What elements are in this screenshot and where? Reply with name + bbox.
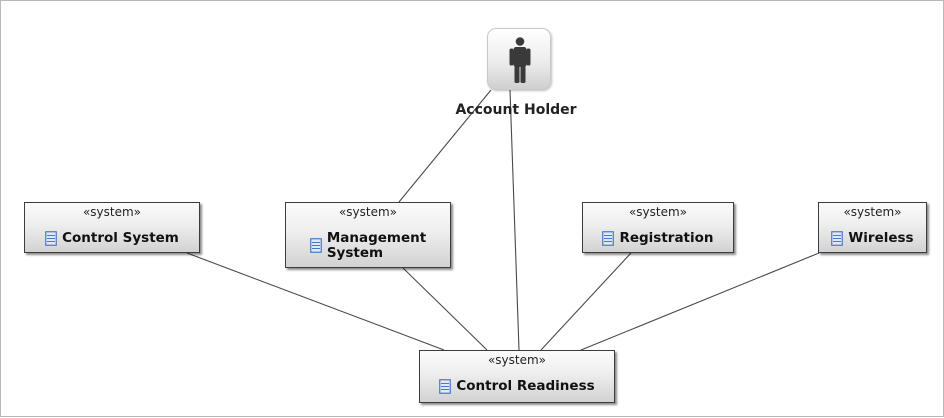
- system-node-control-readiness[interactable]: «system» Control Readiness: [419, 350, 615, 403]
- system-component-icon: [309, 238, 322, 253]
- system-name: Control Readiness: [456, 378, 595, 394]
- system-component-icon: [439, 379, 452, 394]
- stereotype-label: «system»: [843, 205, 902, 219]
- system-component-icon: [831, 231, 844, 246]
- connector-registration-to-control-readiness[interactable]: [540, 252, 632, 351]
- stereotype-label: «system»: [338, 205, 398, 219]
- system-node-wireless[interactable]: «system» Wireless: [818, 202, 927, 253]
- account-holder-actor[interactable]: [487, 28, 551, 90]
- stereotype-label: «system»: [487, 353, 547, 367]
- system-name: Control System: [62, 230, 179, 246]
- system-node-registration[interactable]: «system» Registration: [582, 202, 734, 253]
- actor-person-icon: [509, 37, 531, 83]
- system-node-management-system[interactable]: «system» Management System: [285, 202, 451, 268]
- system-name: Management System: [326, 230, 427, 261]
- system-component-icon: [602, 231, 615, 246]
- system-name: Wireless: [848, 230, 914, 246]
- system-node-control-system[interactable]: «system» Control System: [24, 202, 200, 253]
- connector-management-system-to-control-readiness[interactable]: [402, 267, 488, 351]
- stereotype-label: «system»: [82, 205, 142, 219]
- connector-wireless-to-control-readiness[interactable]: [580, 252, 820, 351]
- actor-name-label: Account Holder: [455, 102, 577, 118]
- system-component-icon: [45, 231, 57, 246]
- stereotype-label: «system»: [628, 205, 688, 219]
- system-name: Registration: [619, 230, 714, 246]
- connector-account-holder-to-control-readiness[interactable]: [509, 89, 520, 351]
